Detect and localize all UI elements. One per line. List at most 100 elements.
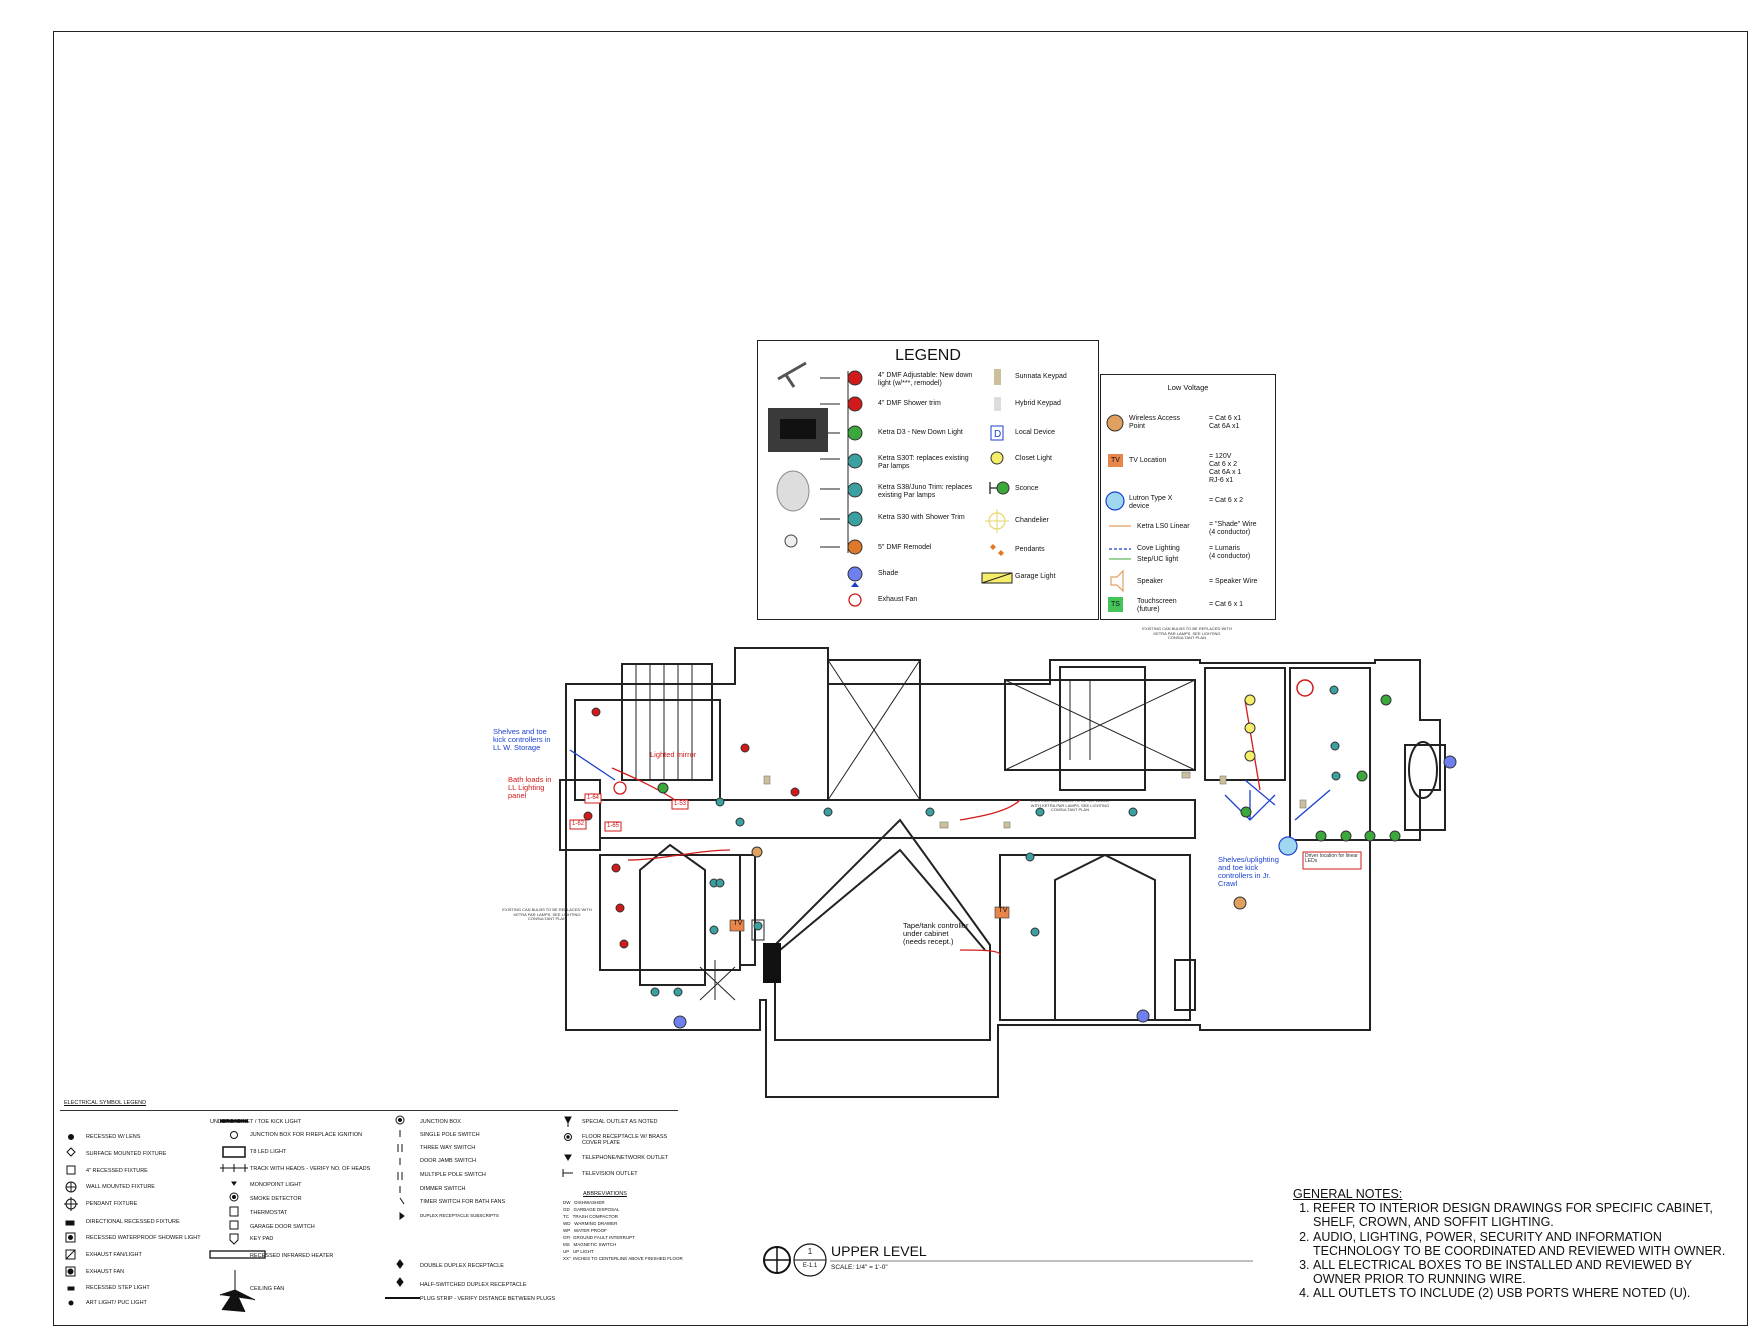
low-voltage-title: Low Voltage [1167,383,1209,392]
annotation-shelves-jr: Shelves/uplighting and toe kick controll… [1218,855,1279,888]
esl-c3-0: JUNCTION BOX [420,1119,461,1125]
esl-symbols [64,1115,573,1313]
esl-c3-7: DUPLEX RECEPTACLE SUBSCRIPTS [420,1213,499,1218]
svg-text:D: D [994,429,1001,440]
legend-right-4: Sconce [1015,485,1039,492]
esl-c1-10: ART LIGHT/ PUC LIGHT [86,1300,147,1306]
drawing-number: 1 [807,1247,813,1256]
tv-location-1: TV [733,920,743,927]
legend-item-4: Ketra S38/Juno Trim: replaces existing P… [878,484,973,499]
esl-c3-9: HALF-SWITCHED DUPLEX RECEPTACLE [420,1282,527,1288]
tv-location-2: TV [998,907,1008,914]
esl-c2-7: GARAGE DOOR SWITCH [250,1224,315,1230]
esl-abbrev-2: TC TRASH COMPACTOR [563,1214,619,1219]
lv-value-6: = Speaker Wire [1209,578,1258,585]
lv-value-7: = Cat 6 x 1 [1209,601,1244,608]
esl-c3-10: PLUG STRIP - VERIFY DISTANCE BETWEEN PLU… [420,1296,556,1302]
esl-abbrev-5: GFI GROUND FAULT INTERRUPT [563,1235,635,1240]
esl-c3-6: TIMER SWITCH FOR BATH FANS [420,1199,506,1205]
esl-c2-6: THERMOSTAT [250,1210,288,1216]
lv-label-7: Touchscreen (future) [1137,598,1177,613]
esl-c4-2: TELEPHONE/NETWORK OUTLET [582,1155,669,1161]
esl-c1-7: EXHAUST FAN/LIGHT [86,1252,142,1258]
esl-c1-6: RECESSED WATERPROOF SHOWER LIGHT [86,1235,201,1241]
lv-label-5: Step/UC light [1137,556,1179,563]
lv-value-2: = Cat 6 x 2 [1209,497,1244,504]
legend-symbols: D [768,361,1013,607]
annotation-bath-loads: Bath loads in LL Lighting panel [508,775,552,800]
general-notes-title: GENERAL NOTES: [1293,1187,1403,1201]
legend-item-1: 4" DMF Shower trim [878,400,941,407]
esl-c1-9: RECESSED STEP LIGHT [86,1285,150,1291]
low-voltage-legend: Low Voltage TV TS Wireless Access Point … [1100,374,1276,620]
esl-abbrev-title: ABBREVIATIONS [583,1191,627,1197]
esl-c4-0: SPECIAL OUTLET AS NOTED [582,1119,658,1125]
legend-item-5: Ketra S30 with Shower Trim [878,514,965,521]
circuit-tag-1: 1-64 [586,795,599,801]
annotation-lighted-mirror: Lighted mirror [650,750,697,759]
esl-c1-4: PENDANT FIXTURE [86,1201,138,1207]
low-voltage-symbols [1105,414,1131,593]
esl-abbrev-1: GD GARBAGE DISPOSAL [563,1207,620,1212]
esl-c2-10: CEILING FAN [250,1286,285,1292]
esl-abbrev-7: UP UP LIGHT [563,1249,594,1254]
esl-c4-3: TELEVISION OUTLET [582,1171,638,1177]
esl-c1-2: 4" RECESSED FIXTURE [86,1168,148,1174]
general-notes: GENERAL NOTES: REFER TO INTERIOR DESIGN … [1293,1187,1743,1301]
esl-c2-3: TRACK WITH HEADS - VERIFY NO. OF HEADS [250,1166,371,1172]
lights-green [657,694,1401,842]
annotation-tape-light: Tape/tank controller under cabinet (need… [903,921,969,946]
esl-rule [60,1110,678,1111]
esl-c3-2: THREE WAY SWITCH [420,1145,476,1151]
legend-right-6: Pendants [1015,546,1045,553]
legend-right-0: Sunnata Keypad [1015,373,1067,380]
esl-abbrev-4: WP WATER PROOF [563,1228,607,1233]
title-block: 1 E-1.1 UPPER LEVEL SCALE: 1/4" = 1'-0" [763,1240,1263,1280]
legend-item-0: 4" DMF Adjustable: New down light (w/***… [878,372,973,387]
general-note-2: AUDIO, LIGHTING, POWER, SECURITY AND INF… [1313,1230,1743,1258]
lv-label-1: TV Location [1129,457,1167,464]
legend-item-2: Ketra D3 - New Down Light [878,429,963,436]
circuit-tag-2: 1-53 [673,801,686,807]
esl-abbrev-3: WD WARMING DRAWER [563,1221,618,1226]
esl-c2-8: KEY PAD [250,1236,274,1242]
circuit-tag-4: 1-65 [606,823,619,829]
lv-label-4: Cove Lighting [1137,545,1180,552]
esl-c1-3: WALL MOUNTED FIXTURE [86,1184,155,1190]
legend-title: LEGEND [895,347,961,364]
esl-c1-5: DIRECTIONAL RECESSED FIXTURE [86,1219,180,1225]
esl-c3-8: DOUBLE DUPLEX RECEPTACLE [420,1263,504,1269]
lv-value-1: = 120V Cat 6 x 2 Cat 6A x 1 RJ-6 x1 [1209,453,1242,484]
lv-value-3: = "Shade" Wire (4 conductor) [1209,521,1257,536]
lighting-legend: LEGEND D 4" DMF Adjustable: New [757,340,1099,620]
esl-c2-0: UNDERCABINET / TOE KICK LIGHT [210,1119,302,1125]
drawing-scale: SCALE: 1/4" = 1'-0" [831,1264,888,1271]
legend-right-1: Hybrid Keypad [1015,400,1061,407]
esl-c4-1: FLOOR RECEPTACLE W/ BRASS COVER PLATE [582,1134,668,1146]
lv-label-3: Ketra LS0 Linear [1137,523,1190,530]
annotation-shelves-ll: Shelves and toe kick controllers in LL W… [493,727,551,752]
general-note-1: REFER TO INTERIOR DESIGN DRAWINGS FOR SP… [1313,1201,1743,1229]
esl-c2-4: MONOPOINT LIGHT [250,1182,302,1188]
esl-c3-5: DIMMER SWITCH [420,1186,466,1192]
drawing-sheet-border [53,31,1748,1326]
esl-c2-2: T8 LED LIGHT [250,1149,287,1155]
lv-label-6: Speaker [1137,578,1164,585]
esl-c2-9: RECESSED INFRARED HEATER [250,1253,334,1259]
sheet-number: E-1.1 [802,1263,818,1269]
legend-right-3: Closet Light [1015,455,1052,462]
legend-right-7: Garage Light [1015,573,1056,580]
legend-right-2: Local Device [1015,429,1056,436]
esl-c3-1: SINGLE POLE SWITCH [420,1132,480,1138]
wap-symbols [751,846,1247,910]
title-block-graphics [763,1243,1253,1277]
esl-c2-5: SMOKE DETECTOR [250,1196,302,1202]
esl-c1-8: EXHAUST FAN [86,1269,125,1275]
legend-item-6: 5" DMF Remodel [878,544,932,551]
annotation-existing-can-2: EXISTING CAN BULBS TO BE REPLACED WITH K… [1142,626,1232,640]
esl-c1-1: SURFACE MOUNTED FIXTURE [86,1151,167,1157]
lv-value-0: = Cat 6 x1 Cat 6A x1 [1209,415,1242,430]
lights-yellow [1244,694,1256,762]
tv-badge-icon: TV [1108,454,1123,467]
esl-c3-4: MULTIPLE POLE SWITCH [420,1172,486,1178]
